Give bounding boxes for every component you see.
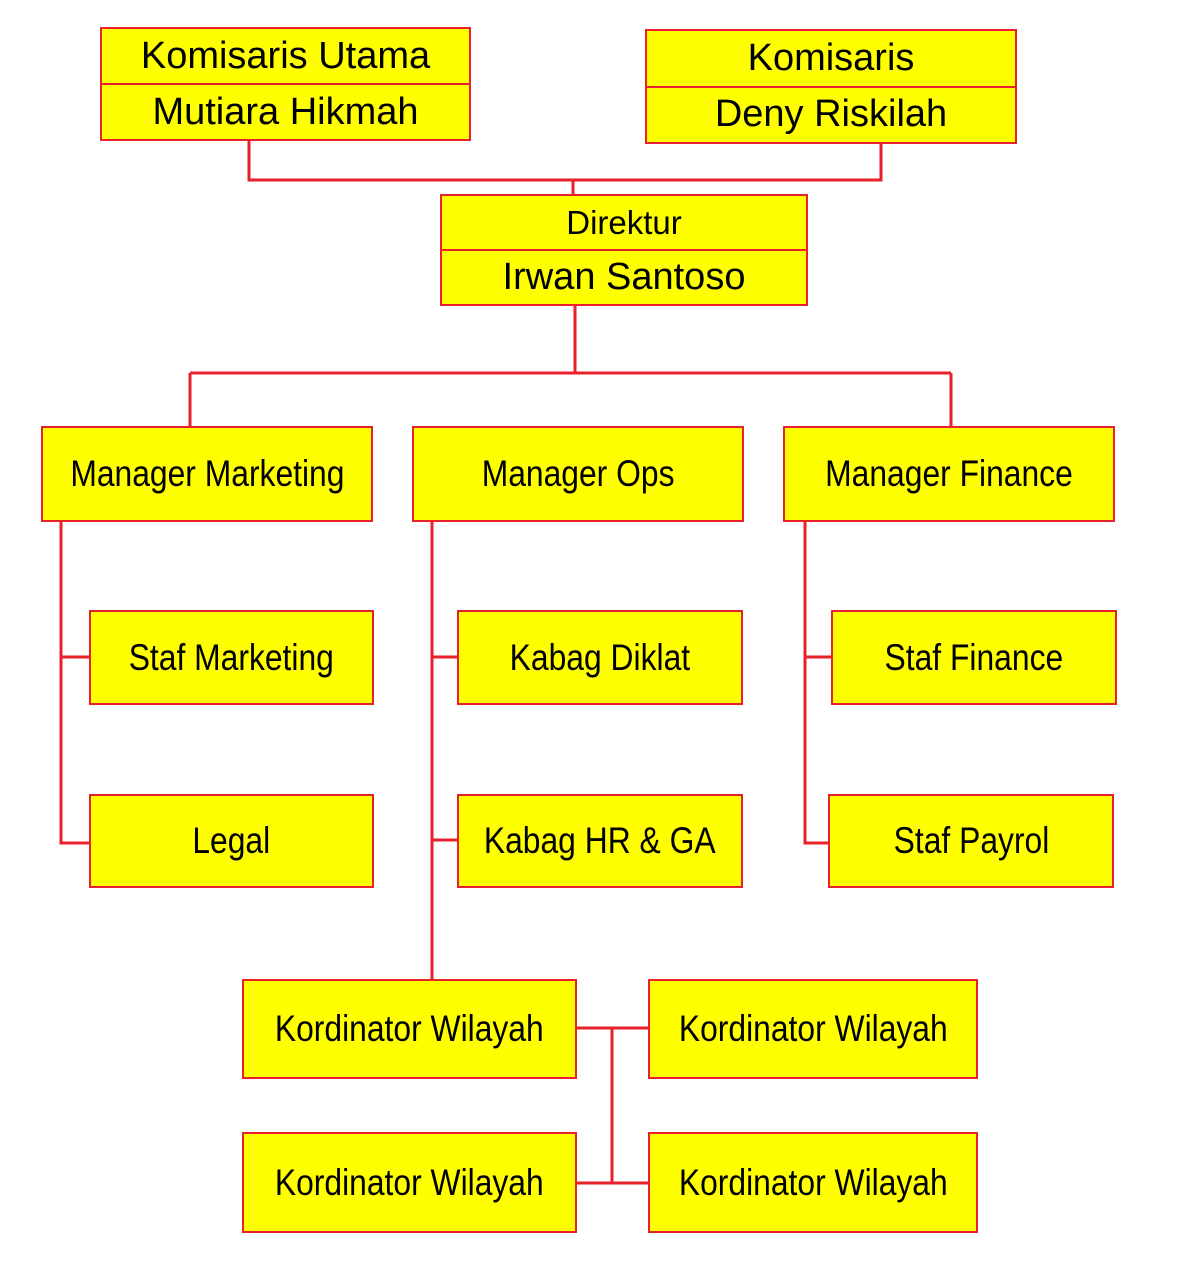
kabag-hr-ga-box: Kabag HR & GA	[457, 794, 743, 888]
komisaris-title: Komisaris	[747, 36, 915, 79]
legal-label: Legal	[192, 820, 271, 861]
staf-finance-label: Staf Finance	[884, 636, 1064, 678]
komisaris-name: Deny Riskilah	[647, 85, 1015, 143]
connector-direktur-to-managers	[188, 304, 953, 427]
connector-ops-staff	[430, 520, 459, 980]
komisaris-utama-name: Mutiara Hikmah	[102, 83, 469, 139]
direktur-box: Direktur Irwan Santoso	[440, 194, 808, 306]
manager-ops-box: Manager Ops	[412, 426, 744, 522]
kordinator-wilayah-label-1: Kordinator Wilayah	[275, 1008, 544, 1049]
staf-finance-box: Staf Finance	[831, 610, 1117, 705]
direktur-title: Direktur	[566, 203, 682, 241]
kordinator-wilayah-box-2: Kordinator Wilayah	[648, 979, 978, 1079]
manager-finance-label: Manager Finance	[825, 453, 1073, 494]
komisaris-utama-title: Komisaris Utama	[140, 34, 431, 77]
kabag-diklat-box: Kabag Diklat	[457, 610, 743, 705]
kabag-diklat-label: Kabag Diklat	[509, 636, 691, 678]
legal-box: Legal	[89, 794, 374, 888]
manager-finance-box: Manager Finance	[783, 426, 1115, 522]
komisaris-box: Komisaris Deny Riskilah	[645, 29, 1017, 144]
kabag-hr-ga-label: Kabag HR & GA	[484, 820, 716, 861]
kordinator-wilayah-box-4: Kordinator Wilayah	[648, 1132, 978, 1233]
connector-marketing-staff	[59, 520, 91, 845]
kordinator-wilayah-label-2: Kordinator Wilayah	[678, 1008, 948, 1049]
connector-finance-staff	[803, 520, 833, 845]
connector-kordinator	[575, 1026, 650, 1185]
kordinator-wilayah-box-3: Kordinator Wilayah	[242, 1132, 577, 1233]
direktur-name: Irwan Santoso	[442, 249, 806, 304]
staf-payrol-label: Staf Payrol	[893, 820, 1049, 861]
staf-marketing-label: Staf Marketing	[128, 636, 335, 678]
manager-ops-label: Manager Ops	[481, 453, 675, 494]
staf-payrol-box: Staf Payrol	[828, 794, 1114, 888]
kordinator-wilayah-box-1: Kordinator Wilayah	[242, 979, 577, 1079]
staf-marketing-box: Staf Marketing	[89, 610, 374, 705]
connector-komisaris-to-direktur	[247, 140, 883, 195]
manager-marketing-box: Manager Marketing	[41, 426, 373, 522]
kordinator-wilayah-label-4: Kordinator Wilayah	[678, 1161, 948, 1203]
komisaris-utama-box: Komisaris Utama Mutiara Hikmah	[100, 27, 471, 141]
manager-marketing-label: Manager Marketing	[69, 453, 345, 494]
kordinator-wilayah-label-3: Kordinator Wilayah	[275, 1161, 544, 1203]
